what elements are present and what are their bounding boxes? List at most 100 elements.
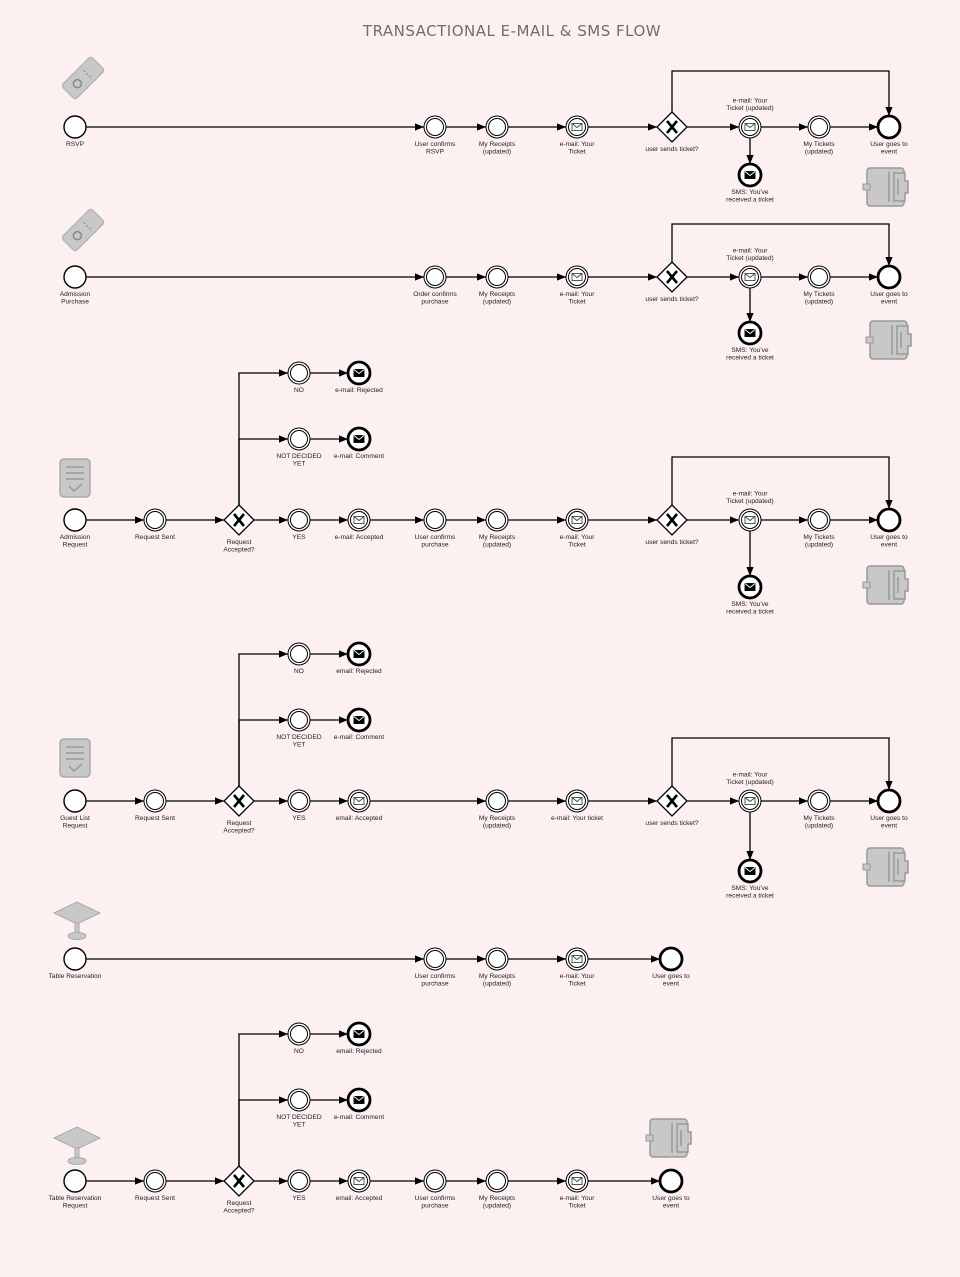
node-r-event[interactable]: My Receipts(updated) <box>479 1169 516 1210</box>
node-label: email: Accepted <box>336 815 383 822</box>
node-label-line: My Tickets <box>803 291 835 298</box>
node-r-event[interactable]: My Receipts(updated) <box>479 508 516 549</box>
node-label-line: SMS: You've <box>731 347 769 354</box>
envelope-icon <box>353 1030 365 1038</box>
node-r-event[interactable]: My Receipts(updated) <box>479 115 516 156</box>
node-t-event[interactable]: My Tickets(updated) <box>803 508 835 549</box>
node-m-event[interactable]: e-mail: Your ticket <box>551 789 603 822</box>
node-no-event[interactable]: NO <box>287 1022 311 1055</box>
node-g-gateway[interactable]: user sends ticket? <box>645 111 699 153</box>
envelope-icon <box>744 329 756 337</box>
node-label: Request Sent <box>135 815 175 822</box>
node-yes-event[interactable]: YES <box>287 789 311 822</box>
node-r-event[interactable]: My Receipts(updated) <box>479 789 516 830</box>
node-label-line: Guest List <box>60 815 90 822</box>
node-no-event[interactable]: NO <box>287 642 311 675</box>
node-label-line: Ticket <box>568 981 586 988</box>
node-rs-event[interactable]: Request Sent <box>135 508 175 541</box>
node-acc-event[interactable]: email: Accepted <box>336 1169 383 1202</box>
node-rs-event[interactable]: Request Sent <box>135 1169 175 1202</box>
node-no-event[interactable]: NO <box>287 361 311 394</box>
sequence-flow-ga-nd <box>238 1096 288 1166</box>
node-com-event[interactable]: e-mail: Comment <box>334 1087 384 1121</box>
node-t-event[interactable]: My Tickets(updated) <box>803 115 835 156</box>
node-r-event[interactable]: My Receipts(updated) <box>479 265 516 306</box>
node-acc-event[interactable]: email: Accepted <box>336 789 383 822</box>
node-com-event[interactable]: e-mail: Comment <box>334 707 384 741</box>
node-r-event[interactable]: My Receipts(updated) <box>479 947 516 988</box>
node-rej-event[interactable]: email: Rejected <box>336 1021 382 1055</box>
node-g-gateway[interactable]: user sends ticket? <box>645 261 699 303</box>
node-label-line: Request Sent <box>135 815 175 822</box>
node-t-event[interactable]: My Tickets(updated) <box>803 265 835 306</box>
node-t-event[interactable]: My Tickets(updated) <box>803 789 835 830</box>
node-label-line: email: Rejected <box>336 1048 382 1055</box>
x-icon <box>666 794 678 808</box>
node-s-event[interactable]: Table Reservation <box>49 947 102 980</box>
node-label: My Tickets(updated) <box>803 291 835 306</box>
node-rej-event[interactable]: e-mail: Rejected <box>335 360 383 394</box>
node-yes-event[interactable]: YES <box>287 1169 311 1202</box>
node-rej-event[interactable]: email: Rejected <box>336 641 382 675</box>
node-g-gateway[interactable]: user sends ticket? <box>645 504 699 546</box>
node-g-gateway[interactable]: user sends ticket? <box>645 785 699 827</box>
wallet-icon <box>865 320 912 360</box>
envelope-icon <box>353 435 365 443</box>
node-label: e-mail: Accepted <box>335 534 384 541</box>
node-yes-event[interactable]: YES <box>287 508 311 541</box>
node-label-line: e-mail: Your <box>560 534 596 541</box>
node-label-line: Accepted? <box>223 828 254 835</box>
wallet-icon <box>862 167 909 207</box>
node-rs-event[interactable]: Request Sent <box>135 789 175 822</box>
document-check-icon <box>59 458 91 498</box>
node-acc-event[interactable]: e-mail: Accepted <box>335 508 384 541</box>
node-label-line: Ticket <box>568 149 586 156</box>
node-s-event[interactable]: RSVP <box>63 115 87 148</box>
node-label: email: Rejected <box>336 668 382 675</box>
node-com-event[interactable]: e-mail: Comment <box>334 426 384 460</box>
node-label-line: Ticket (updated) <box>726 105 773 112</box>
node-label: user sends ticket? <box>645 146 698 153</box>
